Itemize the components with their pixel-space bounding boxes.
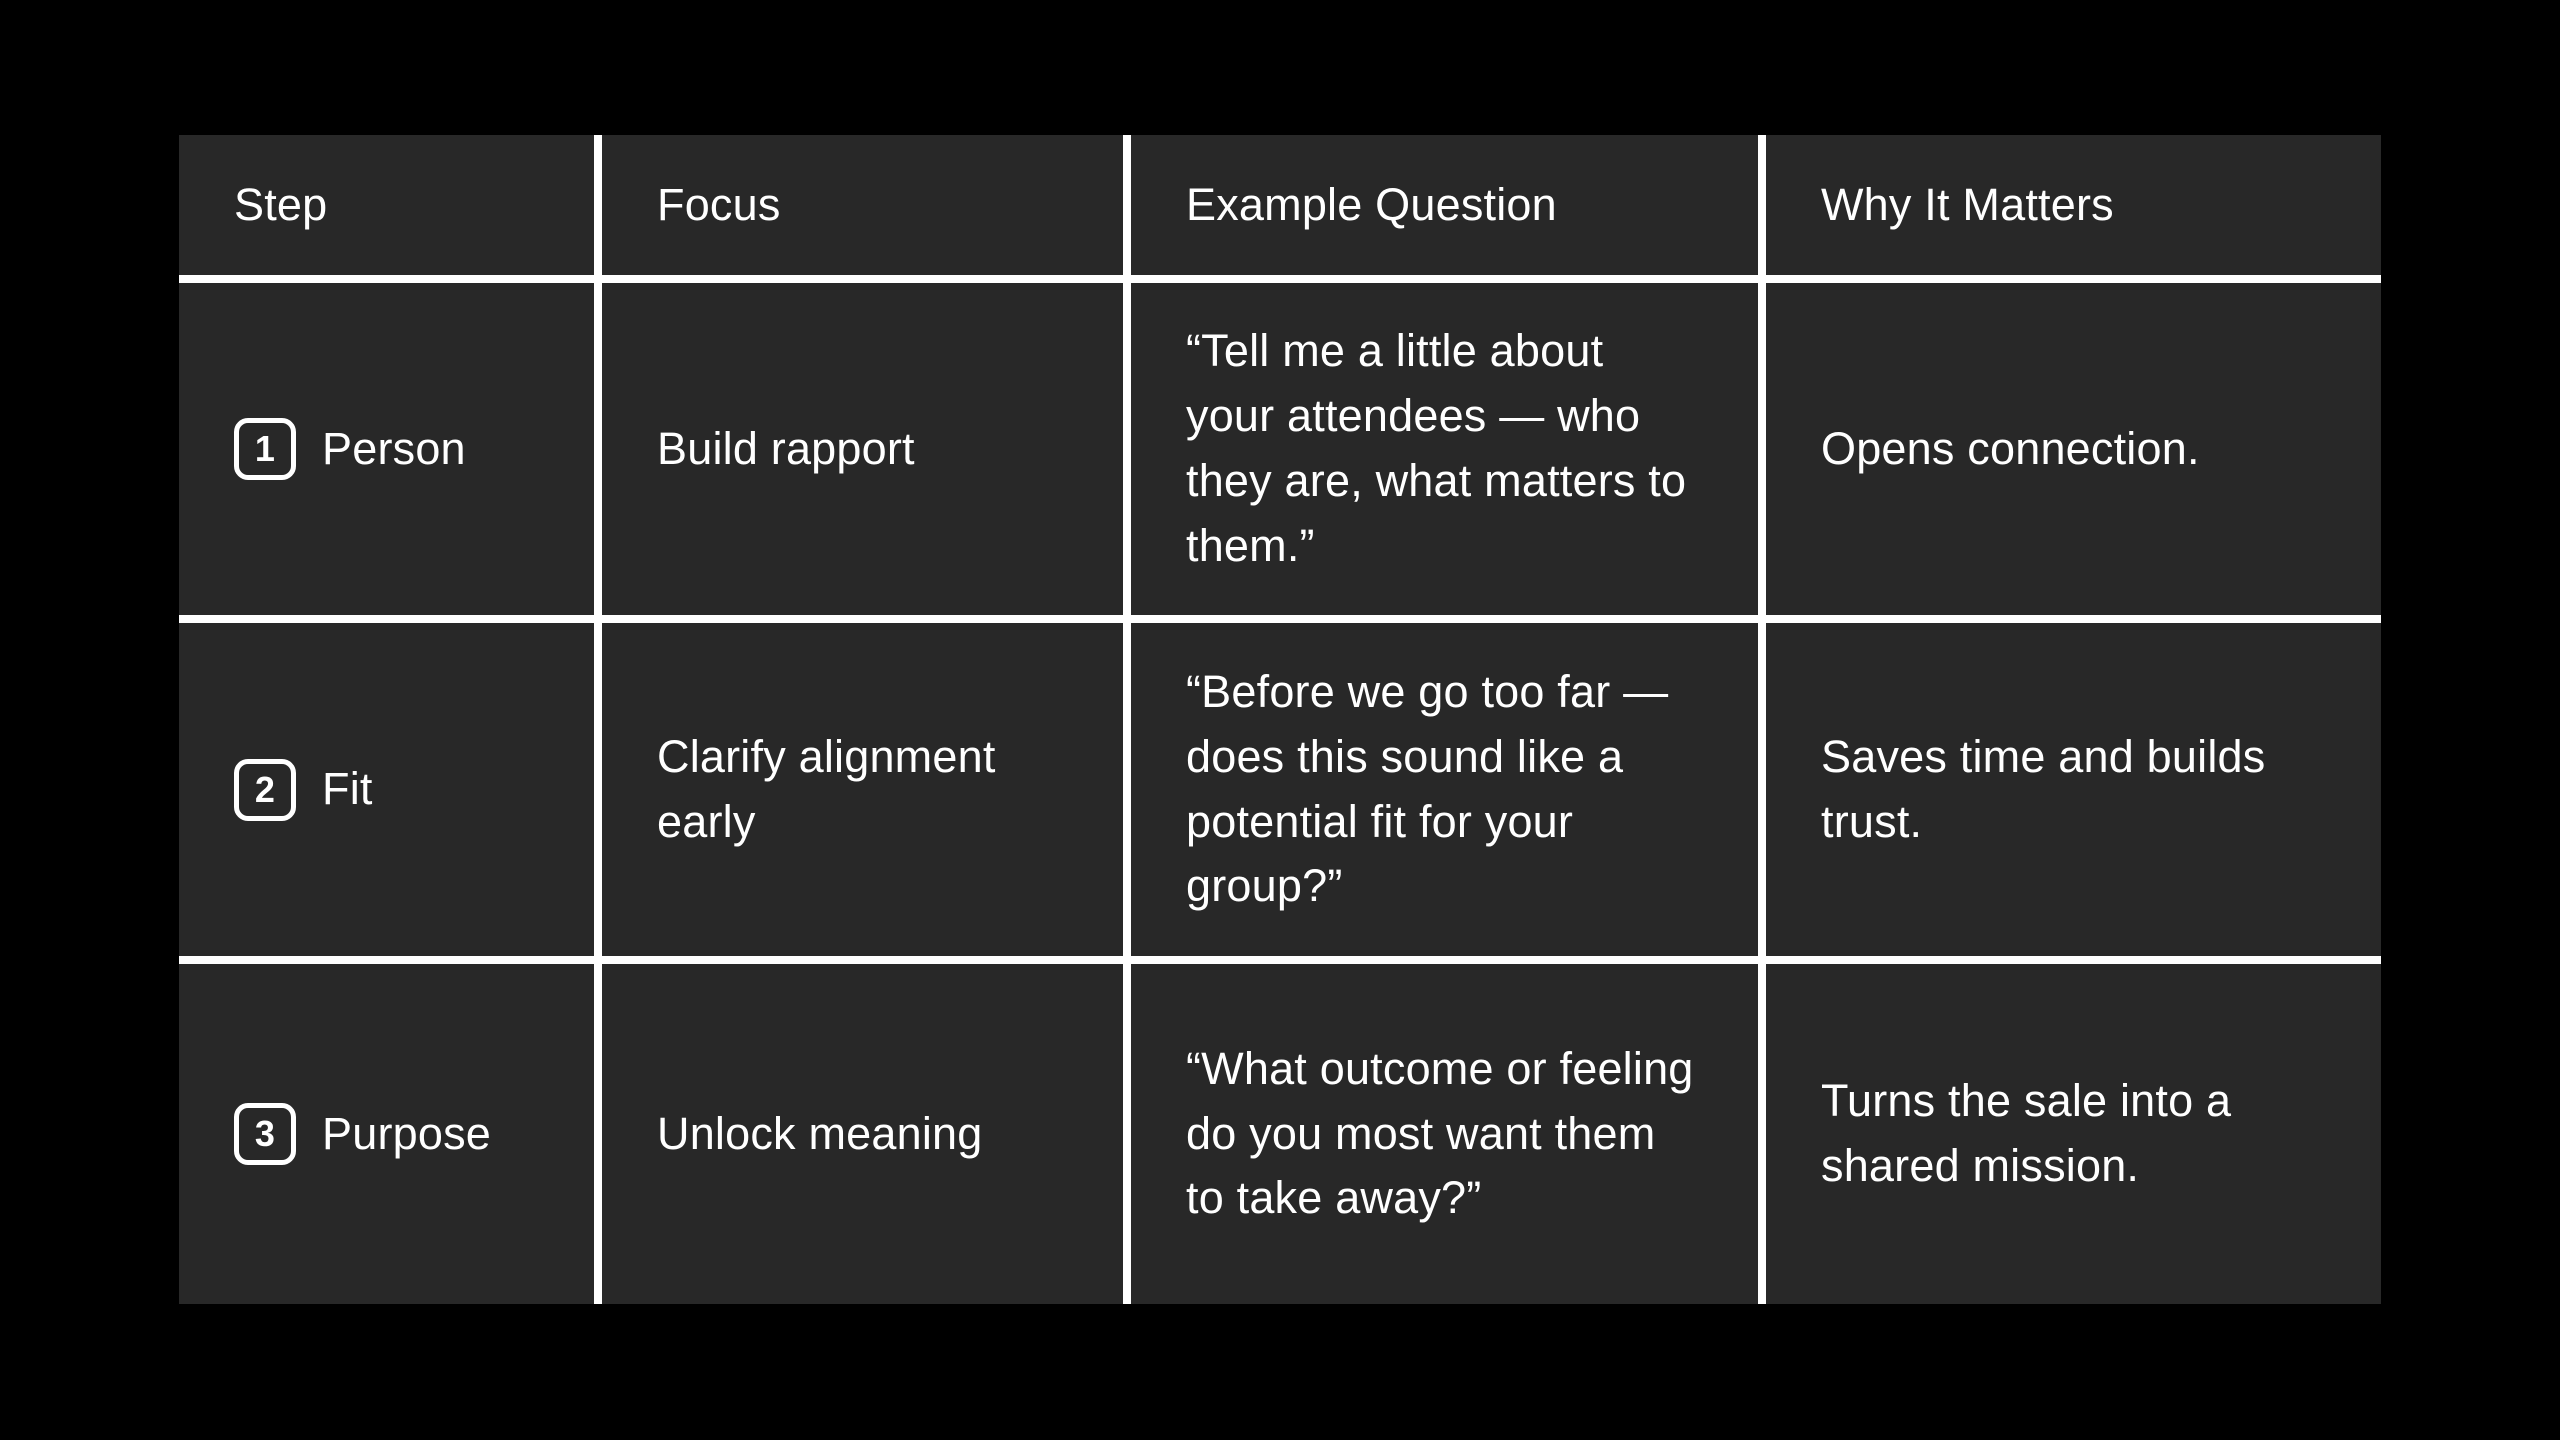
steps-table: Step Focus Example Question Why It Matte…	[179, 135, 2381, 1304]
table-row-1-step-cell: 1 Person	[179, 283, 594, 615]
focus-text: Clarify alignment early	[657, 730, 996, 847]
example-question-text: “What outcome or feeling do you most wan…	[1186, 1042, 1694, 1224]
column-header-why-it-matters: Why It Matters	[1766, 135, 2381, 275]
table-row-2-why-it-matters-cell: Saves time and builds trust.	[1766, 623, 2381, 956]
focus-text: Unlock meaning	[657, 1107, 983, 1159]
table-row-2-focus-cell: Clarify alignment early	[602, 623, 1123, 956]
example-question-text: “Before we go too far — does this sound …	[1186, 665, 1669, 912]
step-number: 3	[254, 1113, 276, 1154]
column-header-focus: Focus	[602, 135, 1123, 275]
step-number: 2	[254, 768, 276, 810]
keycap-2-icon: 2	[234, 758, 296, 821]
column-header-focus-label: Focus	[657, 178, 781, 230]
table-row-2-step-cell: 2 Fit	[179, 623, 594, 956]
step-label: Person	[322, 422, 466, 474]
table-row-3-example-question-cell: “What outcome or feeling do you most wan…	[1131, 964, 1758, 1304]
column-header-step: Step	[179, 135, 594, 275]
focus-text: Build rapport	[657, 422, 915, 474]
column-header-example-question-label: Example Question	[1186, 178, 1557, 230]
table-row-3-why-it-matters-cell: Turns the sale into a shared mission.	[1766, 964, 2381, 1304]
why-it-matters-text: Opens connection.	[1821, 422, 2200, 474]
why-it-matters-text: Saves time and builds trust.	[1821, 730, 2266, 847]
keycap-1-icon: 1	[234, 418, 296, 480]
step-label: Purpose	[322, 1107, 492, 1159]
table-row-1-why-it-matters-cell: Opens connection.	[1766, 283, 2381, 615]
table-row-3-step-cell: 3 Purpose	[179, 964, 594, 1304]
step-label: Fit	[322, 763, 373, 815]
table-row-1-focus-cell: Build rapport	[602, 283, 1123, 615]
table-row-3-focus-cell: Unlock meaning	[602, 964, 1123, 1304]
column-header-step-label: Step	[234, 178, 328, 230]
step-number: 1	[254, 428, 276, 469]
column-header-example-question: Example Question	[1131, 135, 1758, 275]
table-row-1-example-question-cell: “Tell me a little about your attendees —…	[1131, 283, 1758, 615]
column-header-why-it-matters-label: Why It Matters	[1821, 178, 2114, 230]
keycap-3-icon: 3	[234, 1103, 296, 1165]
why-it-matters-text: Turns the sale into a shared mission.	[1821, 1075, 2232, 1191]
example-question-text: “Tell me a little about your attendees —…	[1186, 325, 1687, 571]
table-row-2-example-question-cell: “Before we go too far — does this sound …	[1131, 623, 1758, 956]
